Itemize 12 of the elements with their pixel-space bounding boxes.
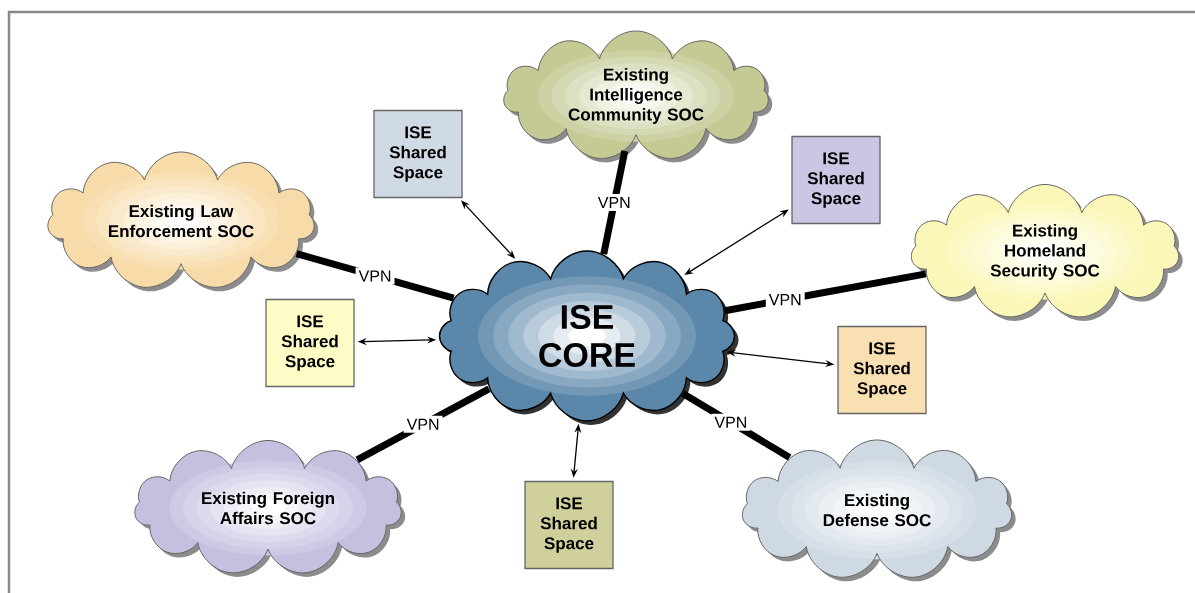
shared-space-box: ISE Shared Space: [524, 480, 614, 570]
edge-label: VPN: [355, 267, 395, 285]
edge-label: VPN: [765, 291, 805, 309]
edge-label: VPN: [711, 413, 751, 431]
edge-label: VPN: [594, 194, 634, 212]
edge-label: VPN: [403, 415, 443, 433]
shared-space-box: ISE Shared Space: [373, 109, 463, 199]
shared-space-box: ISE Shared Space: [837, 325, 927, 415]
shared-space-box: ISE Shared Space: [791, 135, 881, 225]
shared-space-box: ISE Shared Space: [265, 298, 355, 388]
vpn-link: [355, 385, 491, 463]
vpn-link: [600, 150, 629, 255]
